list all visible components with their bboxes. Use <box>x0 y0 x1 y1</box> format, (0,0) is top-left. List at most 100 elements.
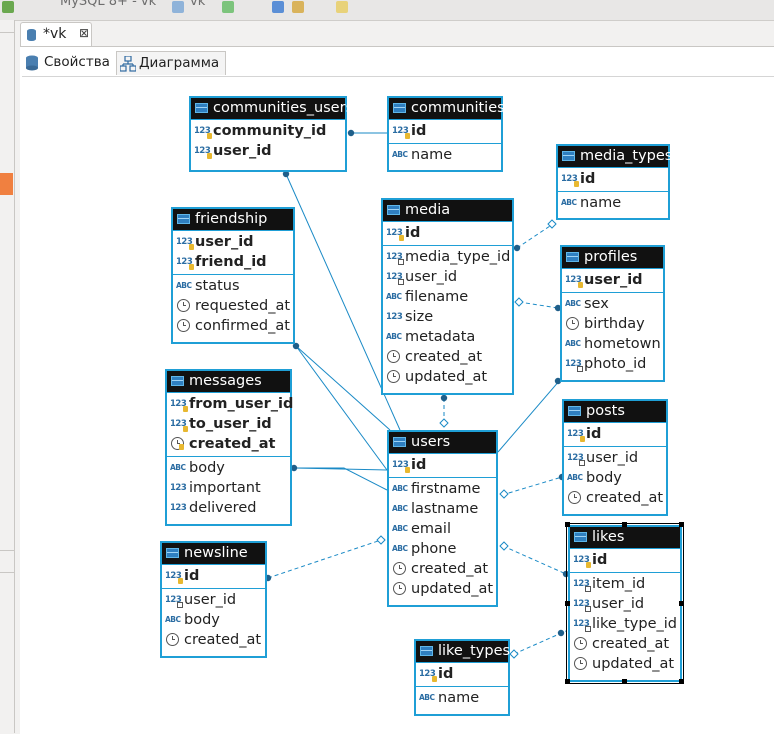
entity-header[interactable]: users <box>389 432 496 453</box>
column-row[interactable]: birthday <box>562 314 663 334</box>
entity-posts[interactable]: postsid user_idbodycreated_at <box>562 399 668 516</box>
selection-handle[interactable] <box>565 600 570 606</box>
column-row[interactable]: id <box>564 424 666 444</box>
close-icon[interactable]: ⊠ <box>79 26 90 40</box>
column-row[interactable]: created_at <box>167 434 290 454</box>
selection-handle[interactable] <box>622 522 627 527</box>
column-row[interactable]: item_id <box>570 574 680 594</box>
entity-users[interactable]: usersid firstnamelastnameemailphonecreate… <box>387 430 498 607</box>
column-row[interactable]: requested_at <box>173 296 293 316</box>
column-row[interactable]: important <box>167 478 290 498</box>
selection-handle[interactable] <box>622 679 627 684</box>
selection-handle[interactable] <box>679 679 684 684</box>
column-row[interactable]: updated_at <box>570 654 680 674</box>
column-row[interactable]: updated_at <box>389 579 496 599</box>
column-row[interactable]: status <box>173 276 293 296</box>
column-row[interactable]: user_id <box>564 448 666 468</box>
column-row[interactable]: from_user_id <box>167 394 293 414</box>
tab-properties[interactable]: Свойства <box>22 51 114 74</box>
column-row[interactable]: metadata <box>383 327 512 347</box>
column-row[interactable]: created_at <box>389 559 496 579</box>
column-row[interactable]: user_id <box>191 141 345 161</box>
column-row[interactable]: id <box>383 223 512 243</box>
entity-media-types[interactable]: media_typesid name <box>556 144 672 220</box>
tab-diagram[interactable]: Диаграмма <box>116 51 226 75</box>
column-row[interactable]: friend_id <box>173 252 293 272</box>
column-row[interactable]: created_at <box>570 634 680 654</box>
column-row[interactable]: size <box>383 307 512 327</box>
entity-communities[interactable]: communitiesid name <box>387 96 505 172</box>
column-row[interactable]: phone <box>389 539 496 559</box>
column-row[interactable]: created_at <box>162 630 265 650</box>
entity-header[interactable]: newsline <box>162 543 265 564</box>
column-row[interactable]: email <box>389 519 496 539</box>
column-row[interactable]: user_id <box>562 270 663 290</box>
column-row[interactable]: name <box>558 193 668 213</box>
column-row[interactable]: user_id <box>162 590 265 610</box>
column-row[interactable]: user_id <box>173 232 293 252</box>
entity-header[interactable]: communities_users <box>191 98 353 119</box>
column-row[interactable]: updated_at <box>383 367 512 387</box>
entity-header[interactable]: media_types <box>558 146 672 167</box>
column-row[interactable]: filename <box>383 287 512 307</box>
column-row[interactable]: created_at <box>564 488 666 508</box>
entity-messages[interactable]: messagesfrom_user_idto_user_idcreated_at… <box>165 369 293 526</box>
column-row[interactable]: lastname <box>389 499 496 519</box>
entity-header[interactable]: profiles <box>562 247 663 268</box>
back-icon[interactable] <box>336 1 348 13</box>
selection-handle[interactable] <box>679 522 684 527</box>
column-row[interactable]: firstname <box>389 479 496 499</box>
active-connection-selector[interactable]: MySQL 8+ - vk <box>60 0 157 9</box>
column-row[interactable]: name <box>389 145 501 165</box>
column-row[interactable]: id <box>570 550 680 570</box>
column-row[interactable]: id <box>389 455 496 475</box>
column-row[interactable]: id <box>558 169 668 189</box>
column-row[interactable]: to_user_id <box>167 414 290 434</box>
entity-likes[interactable]: likesid item_iduser_idlike_type_idcreated… <box>566 523 684 684</box>
column-row[interactable]: id <box>416 664 508 684</box>
column-row[interactable]: hometown <box>562 334 663 354</box>
numeric-column-icon <box>573 553 591 568</box>
column-row[interactable]: body <box>162 610 265 630</box>
transaction-icon[interactable] <box>222 1 234 13</box>
column-row[interactable]: media_type_id <box>383 247 512 267</box>
entity-like-types[interactable]: like_typesid name <box>414 639 510 716</box>
sql-editor-icon[interactable] <box>272 1 284 13</box>
column-row[interactable]: body <box>564 468 666 488</box>
key-columns: id <box>558 167 668 191</box>
editor-tab-vk[interactable]: *vk ⊠ <box>20 22 92 47</box>
column-row[interactable]: id <box>162 566 265 586</box>
entity-header[interactable]: friendship <box>173 209 293 230</box>
entity-header[interactable]: communities <box>389 98 505 119</box>
datetime-column-icon <box>393 582 406 595</box>
entity-newsline[interactable]: newslineid user_idbodycreated_at <box>160 541 267 658</box>
selection-handle[interactable] <box>679 600 684 606</box>
column-row[interactable]: name <box>416 688 508 708</box>
column-row[interactable]: photo_id <box>562 354 663 374</box>
column-row[interactable]: user_id <box>570 594 680 614</box>
column-row[interactable]: delivered <box>167 498 290 518</box>
entity-header[interactable]: likes <box>570 527 680 548</box>
column-row[interactable]: id <box>389 121 501 141</box>
column-row[interactable]: community_id <box>191 121 345 141</box>
entity-header[interactable]: posts <box>564 401 666 422</box>
entity-header[interactable]: media <box>383 200 512 221</box>
entity-header[interactable]: messages <box>167 371 290 392</box>
active-schema-selector[interactable]: vk <box>190 0 206 9</box>
column-row[interactable]: body <box>167 458 290 478</box>
navigate-icon[interactable] <box>2 1 14 13</box>
entity-friendship[interactable]: friendshipuser_idfriend_idstatusrequeste… <box>171 207 295 344</box>
entity-media[interactable]: mediaid media_type_iduser_idfilenamesizem… <box>381 198 514 395</box>
selection-handle[interactable] <box>565 679 570 684</box>
column-row[interactable]: sex <box>562 294 663 314</box>
column-row[interactable]: confirmed_at <box>173 316 293 336</box>
entity-communities-users[interactable]: communities_userscommunity_iduser_id <box>189 96 353 172</box>
column-row[interactable]: like_type_id <box>570 614 680 634</box>
entity-profiles[interactable]: profilesuser_idsexbirthdayhometownphoto_… <box>560 245 665 382</box>
selection-handle[interactable] <box>565 522 570 527</box>
column-row[interactable]: user_id <box>383 267 512 287</box>
column-row[interactable]: created_at <box>383 347 512 367</box>
tools-icon[interactable] <box>292 1 304 13</box>
column-name: updated_at <box>411 581 494 597</box>
entity-header[interactable]: like_types <box>416 641 510 662</box>
